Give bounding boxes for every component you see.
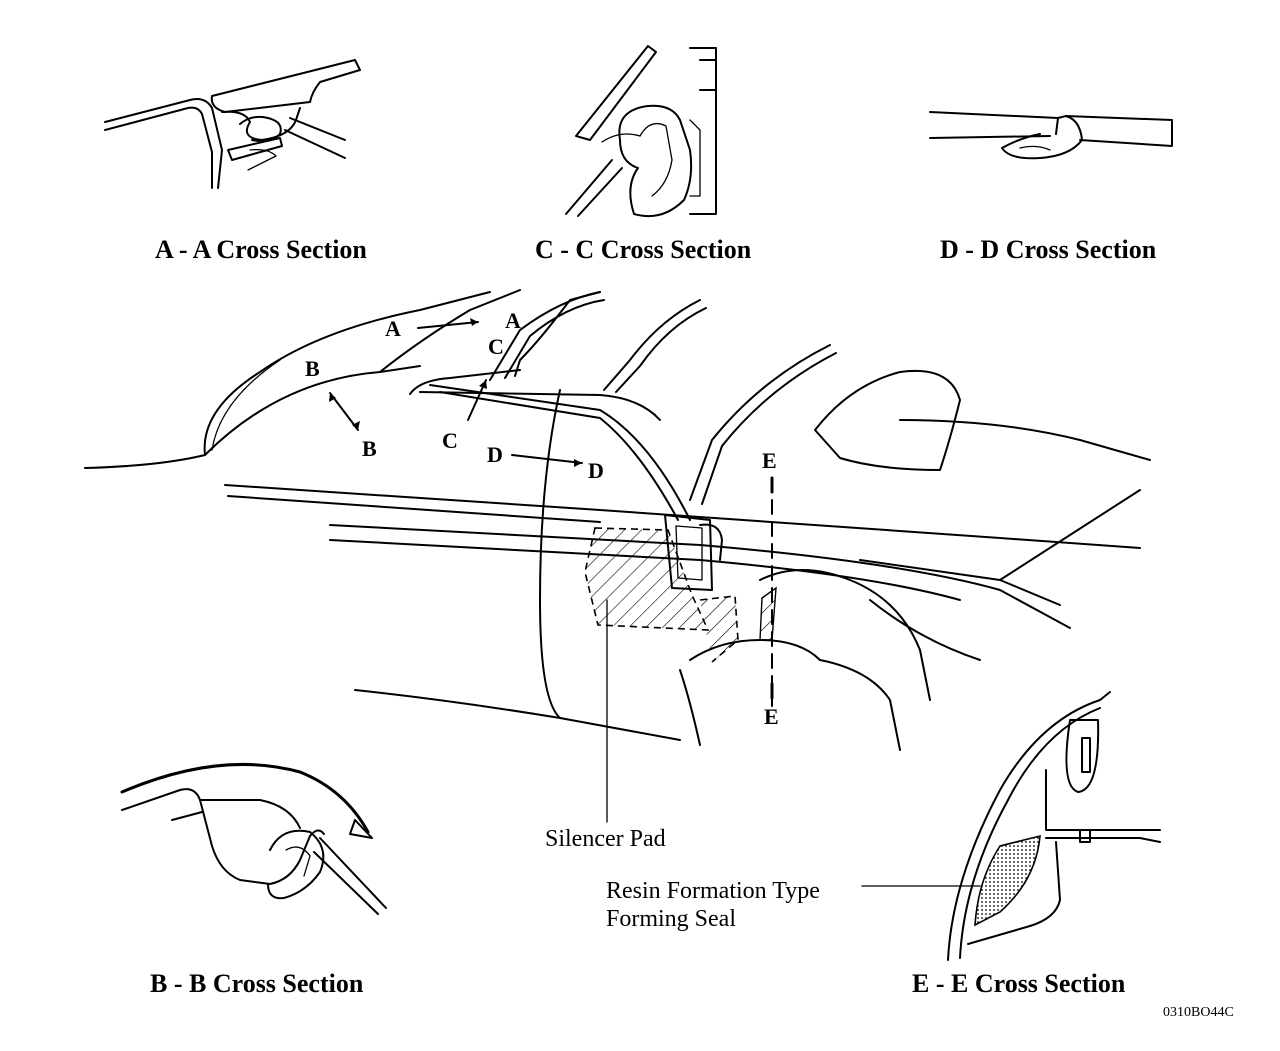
marker-c-bottom: C [442,428,458,453]
section-cut-lines [329,318,774,707]
marker-a-right: A [505,308,521,333]
callout-resin-line1: Resin Formation Type [606,878,820,904]
detail-b-b [120,762,387,915]
marker-e-top: E [762,448,777,473]
callout-resin-line2: Forming Seal [606,906,736,932]
marker-e-bottom: E [764,704,779,729]
callout-silencer-pad: Silencer Pad [545,826,666,852]
marker-d-right: D [588,458,604,483]
marker-d-left: D [487,442,503,467]
caption-c-c: C - C Cross Section [535,235,752,264]
detail-c-c [565,45,717,218]
caption-b-b: B - B Cross Section [150,969,364,998]
marker-a-left: A [385,316,401,341]
marker-b-top: B [305,356,320,381]
figure-code: 0310BO44C [1163,1005,1234,1020]
marker-b-bottom: B [362,436,377,461]
caption-d-d: D - D Cross Section [940,235,1157,264]
marker-c-top: C [488,334,504,359]
caption-a-a: A - A Cross Section [155,235,367,264]
callout-leaders [606,599,981,887]
detail-e-e [947,691,1161,961]
detail-a-a [104,59,361,189]
main-body-view [84,289,1151,751]
detail-d-d [929,111,1173,160]
caption-e-e: E - E Cross Section [912,969,1126,998]
